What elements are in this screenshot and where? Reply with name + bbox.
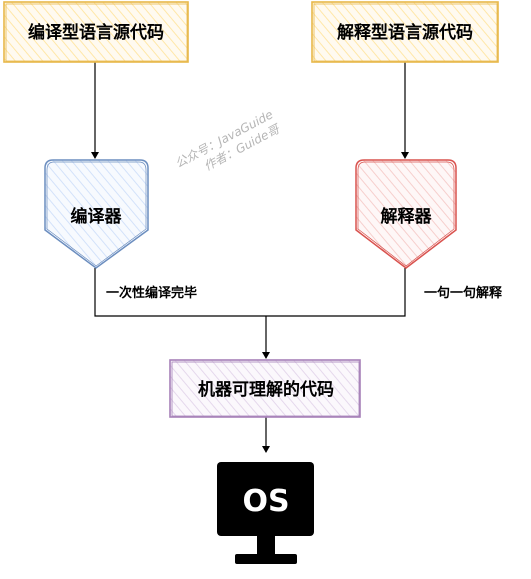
machine-code-box: 机器可理解的代码 bbox=[169, 359, 361, 418]
compiler-label: 编译器 bbox=[71, 206, 123, 227]
interpreter-node: 解释器 bbox=[355, 159, 457, 269]
watermark: 公众号：JavaGuide 作者：Guide哥 bbox=[173, 107, 284, 173]
compiler-node: 编译器 bbox=[44, 159, 149, 269]
compiled-source-box: 编译型语言源代码 bbox=[3, 1, 189, 63]
machine-code-label: 机器可理解的代码 bbox=[198, 379, 334, 400]
interpreted-source-label: 解释型语言源代码 bbox=[337, 22, 473, 43]
os-monitor-icon: OS bbox=[217, 462, 314, 564]
interpreted-source-box: 解释型语言源代码 bbox=[311, 1, 499, 63]
compiled-source-label: 编译型语言源代码 bbox=[28, 22, 164, 43]
interpret-note: 一句一句解释 bbox=[424, 285, 503, 301]
os-label: OS bbox=[242, 484, 289, 519]
interpreter-label: 解释器 bbox=[381, 206, 433, 227]
line-interpreter-to-merge bbox=[266, 268, 406, 317]
connectors bbox=[91, 62, 409, 453]
line-compiler-to-merge bbox=[94, 268, 266, 317]
compile-note: 一次性编译完毕 bbox=[106, 285, 197, 301]
